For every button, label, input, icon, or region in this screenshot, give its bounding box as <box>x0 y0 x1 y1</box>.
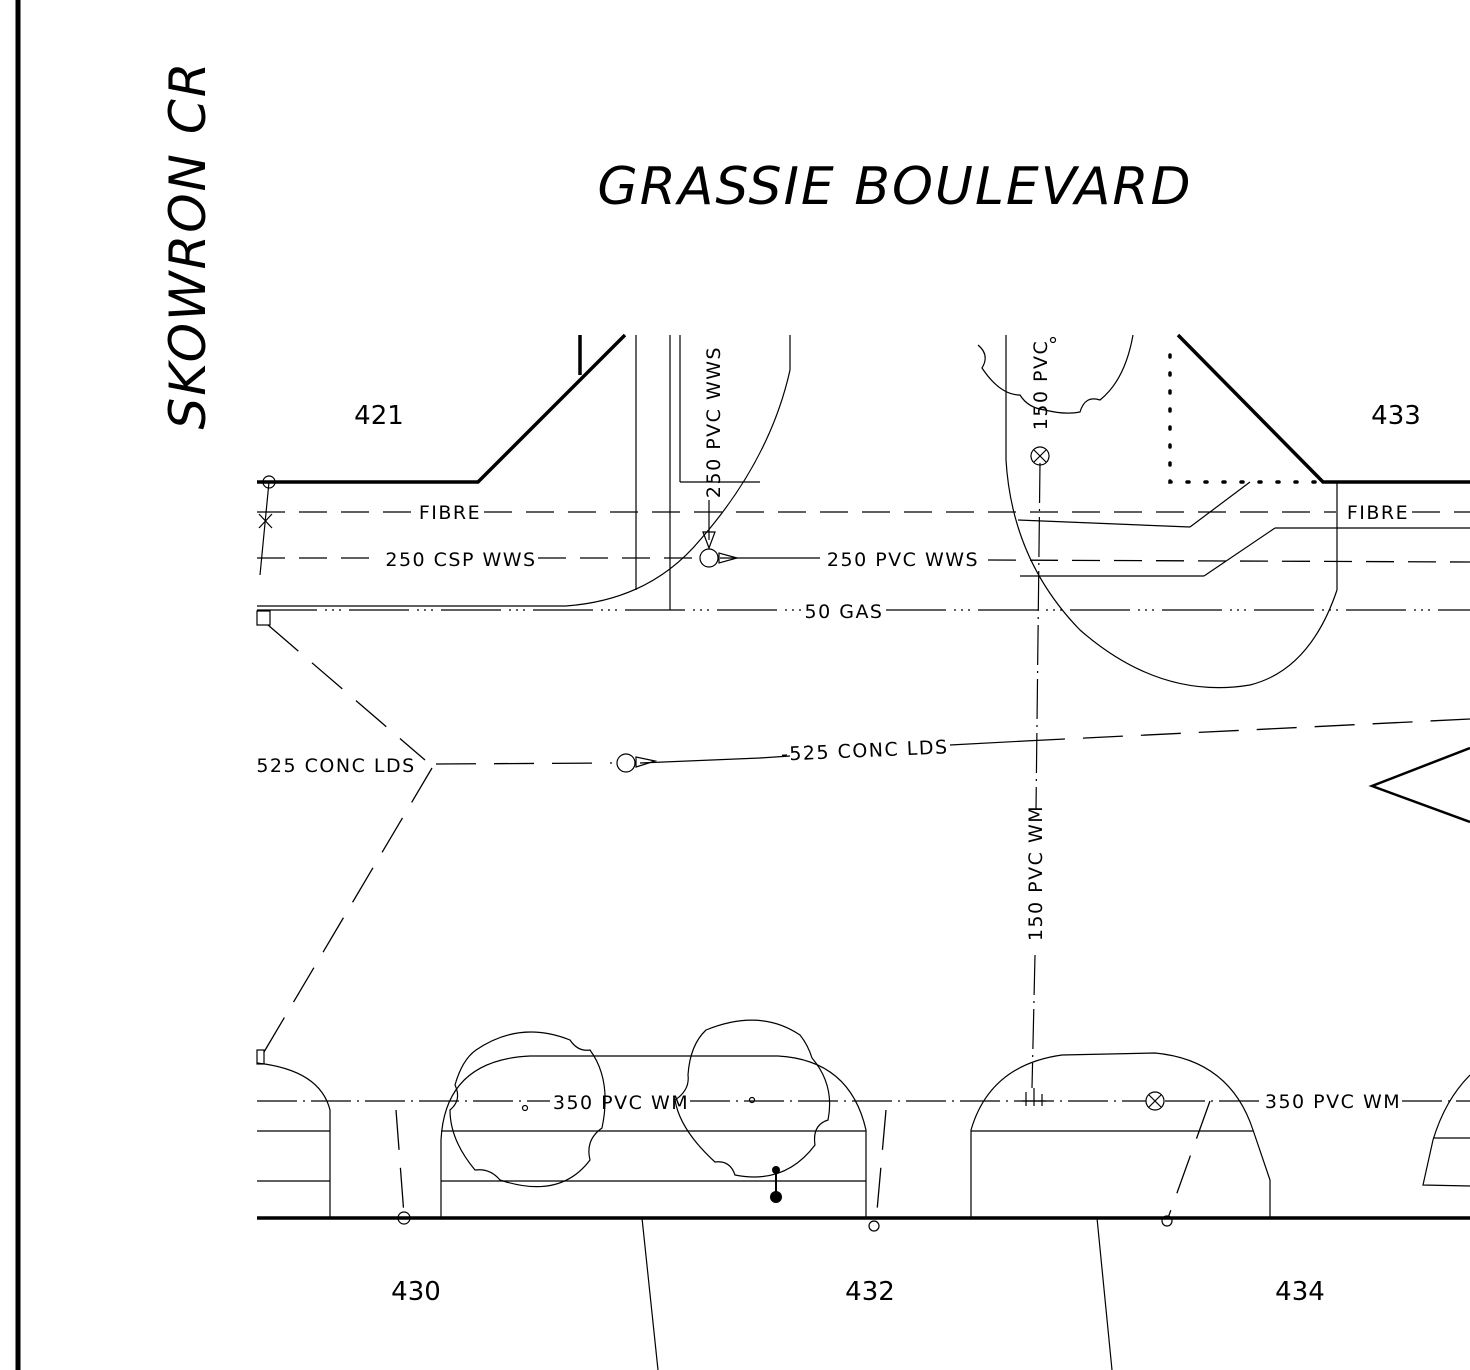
tree-canopy-south-1 <box>449 1031 606 1188</box>
tree-canopy-north <box>977 334 1134 414</box>
fire-hydrant-icon <box>770 1166 782 1203</box>
valve-icon <box>1030 446 1050 466</box>
sewer-vertical-label: 250 PVC WWS <box>703 346 725 498</box>
lot-number-434: 434 <box>1275 1277 1325 1307</box>
sewer-label-csp: 250 CSP WWS <box>385 549 536 571</box>
storm-label-center: -525 CONC LDS <box>780 736 948 765</box>
valve-icon <box>1145 1091 1165 1111</box>
watermain-350-label-east: 350 PVC WM <box>1265 1091 1401 1113</box>
storm-flow-arrow-icon <box>635 756 658 768</box>
fibre-label-west: FIBRE <box>419 502 481 524</box>
watermain-150-label: 150 PVC WM <box>1025 805 1047 941</box>
service-connections <box>258 475 1211 1232</box>
storm-structure-bottom-icon <box>256 1049 265 1065</box>
lot-number-430: 430 <box>391 1277 441 1307</box>
storm-structure-top-icon <box>256 610 271 626</box>
fibre-label-east: FIBRE <box>1347 502 1409 524</box>
watermain-150-top-label: 150 PVC <box>1030 340 1052 431</box>
gas-label: 50 GAS <box>805 601 884 623</box>
sewer-label-pvc: 250 PVC WWS <box>827 549 979 571</box>
sewer-arrow-icon <box>702 531 716 550</box>
tree-canopy-south-2 <box>674 1019 831 1178</box>
marker-small-icon <box>521 1104 529 1112</box>
watermain-150-line <box>1031 462 1041 1089</box>
dotted-easement-line <box>1168 353 1325 484</box>
manhole-small-icon <box>1049 336 1057 344</box>
street-name-grassie-boulevard: GRASSIE BOULEVARD <box>597 157 1192 217</box>
lot-number-433: 433 <box>1371 401 1421 431</box>
catch-basin-icon <box>616 753 636 773</box>
lot-number-421: 421 <box>354 401 404 431</box>
watermain-350-label-west: 350 PVC WM <box>553 1092 689 1114</box>
lot-number-432: 432 <box>845 1277 895 1307</box>
marker-small-icon <box>748 1096 756 1104</box>
property-lines <box>257 333 1470 1370</box>
storm-label-west: 525 CONC LDS <box>256 755 415 777</box>
median-island <box>1368 746 1470 824</box>
driveways-south <box>256 1052 1470 1218</box>
tee-fitting-icon <box>1022 1088 1046 1106</box>
street-name-skowron-cr: SKOWRON CR <box>159 60 217 429</box>
flow-arrow-icon <box>718 552 740 564</box>
storm-drain-lines <box>263 624 1470 1053</box>
service-lines <box>257 335 1470 689</box>
sewer-manhole-icon <box>699 548 719 568</box>
